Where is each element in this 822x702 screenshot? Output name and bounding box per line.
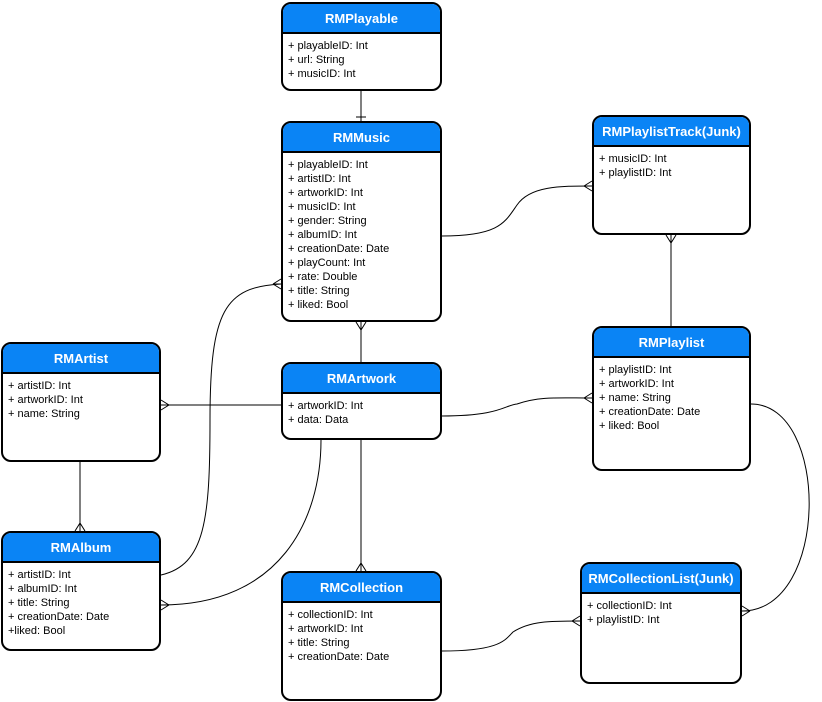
field-item: + albumID: Int — [288, 229, 357, 241]
entity-rmalbum[interactable]: RMAlbum + artistID: Int + albumID: Int + t… — [1, 531, 161, 651]
entity-title: RMArtwork — [283, 364, 440, 394]
field-item: + creationDate: Date — [8, 611, 110, 623]
field-item: + artistID: Int — [8, 569, 71, 581]
crows-foot-marker — [741, 605, 751, 617]
field-item: + collectionID: Int — [288, 609, 373, 621]
field-item: + artworkID: Int — [599, 378, 674, 390]
entity-title: RMArtist — [3, 344, 159, 374]
entity-title: RMPlaylistTrack(Junk) — [594, 117, 749, 147]
crows-foot-marker — [583, 180, 593, 192]
entity-title: RMAlbum — [3, 533, 159, 563]
field-item: + playableID: Int — [288, 40, 368, 52]
field-item: + title: String — [288, 285, 350, 297]
field-item: + creationDate: Date — [288, 243, 390, 255]
field-item: + musicID: Int — [599, 153, 667, 165]
field-item: + playlistID: Int — [587, 614, 660, 626]
field-list: + musicID: Int + playlistID: Int — [594, 147, 749, 180]
field-list: + collectionID: Int + playlistID: Int — [582, 594, 740, 627]
field-item: + albumID: Int — [8, 583, 77, 595]
field-item: + data: Data — [288, 414, 349, 426]
field-item: + collectionID: Int — [587, 600, 672, 612]
field-item: + playlistID: Int — [599, 364, 672, 376]
field-item: +liked: Bool — [8, 625, 66, 637]
crows-foot-marker — [665, 234, 677, 244]
edge-music-playlisttrack — [441, 185, 593, 237]
entity-title: RMPlayable — [283, 4, 440, 34]
entity-rmartwork[interactable]: RMArtwork + artworkID: Int + data: Data — [281, 362, 442, 440]
field-item: + name: String — [599, 392, 671, 404]
entity-title: RMMusic — [283, 123, 440, 153]
field-list: + playableID: Int + artistID: Int + artwor… — [283, 153, 440, 312]
field-item: + artworkID: Int — [8, 394, 83, 406]
crows-foot-marker — [272, 278, 282, 290]
entity-rmcollection[interactable]: RMCollection + collectionID: Int + artwor… — [281, 571, 442, 701]
entity-title: RMCollection — [283, 573, 440, 603]
entity-rmcollectionlist-junk[interactable]: RMCollectionList(Junk) + collectionID: I… — [580, 562, 742, 684]
edge-artwork-playlist — [441, 397, 593, 417]
entity-title: RMCollectionList(Junk) — [582, 564, 740, 594]
field-item: + gender: String — [288, 215, 367, 227]
crows-foot-marker — [160, 599, 170, 611]
crows-foot-marker — [160, 399, 170, 411]
field-item: + musicID: Int — [288, 201, 356, 213]
field-item: + playlistID: Int — [599, 167, 672, 179]
field-list: + collectionID: Int + artworkID: Int + tit… — [283, 603, 440, 664]
field-item: + creationDate: Date — [599, 406, 701, 418]
field-list: + artistID: Int + albumID: Int + title: St… — [3, 563, 159, 638]
field-item: + liked: Bool — [288, 299, 349, 311]
crows-foot-marker — [583, 392, 593, 404]
field-item: + artworkID: Int — [288, 400, 363, 412]
field-item: + title: String — [8, 597, 70, 609]
entity-rmplaylisttrack-junk[interactable]: RMPlaylistTrack(Junk) + musicID: Int + pl… — [592, 115, 751, 235]
field-item: + artistID: Int — [8, 380, 71, 392]
entity-rmplayable[interactable]: RMPlayable + playableID: Int + url: Strin… — [281, 2, 442, 91]
field-item: + artistID: Int — [288, 173, 351, 185]
field-item: + artworkID: Int — [288, 623, 363, 635]
field-list: + playlistID: Int + artworkID: Int + name:… — [594, 358, 749, 433]
edge-playlist-collectionlist — [741, 403, 810, 612]
entity-rmartist[interactable]: RMArtist + artistID: Int + artworkID: Int… — [1, 342, 161, 462]
crows-foot-marker — [571, 615, 581, 627]
field-list: + playableID: Int + url: String + musicID:… — [283, 34, 440, 81]
field-item: + playableID: Int — [288, 159, 368, 171]
field-item: + url: String — [288, 54, 345, 66]
field-item: + name: String — [8, 408, 80, 420]
edge-album-music — [160, 283, 282, 576]
field-item: + creationDate: Date — [288, 651, 390, 663]
edge-artwork-album — [160, 439, 322, 606]
field-item: + liked: Bool — [599, 420, 660, 432]
field-item: + artworkID: Int — [288, 187, 363, 199]
field-item: + playCount: Int — [288, 257, 366, 269]
entity-rmmusic[interactable]: RMMusic + playableID: Int + artistID: Int… — [281, 121, 442, 322]
crows-foot-marker — [355, 321, 367, 331]
entity-title: RMPlaylist — [594, 328, 749, 358]
field-item: + rate: Double — [288, 271, 358, 283]
field-list: + artworkID: Int + data: Data — [283, 394, 440, 427]
crows-foot-marker — [74, 522, 86, 532]
edge-collection-collectionlist — [441, 620, 581, 652]
field-item: + musicID: Int — [288, 68, 356, 80]
crows-foot-marker — [355, 562, 367, 572]
field-list: + artistID: Int + artworkID: Int + name: S… — [3, 374, 159, 421]
entity-rmplaylist[interactable]: RMPlaylist + playlistID: Int + artworkID:… — [592, 326, 751, 471]
field-item: + title: String — [288, 637, 350, 649]
